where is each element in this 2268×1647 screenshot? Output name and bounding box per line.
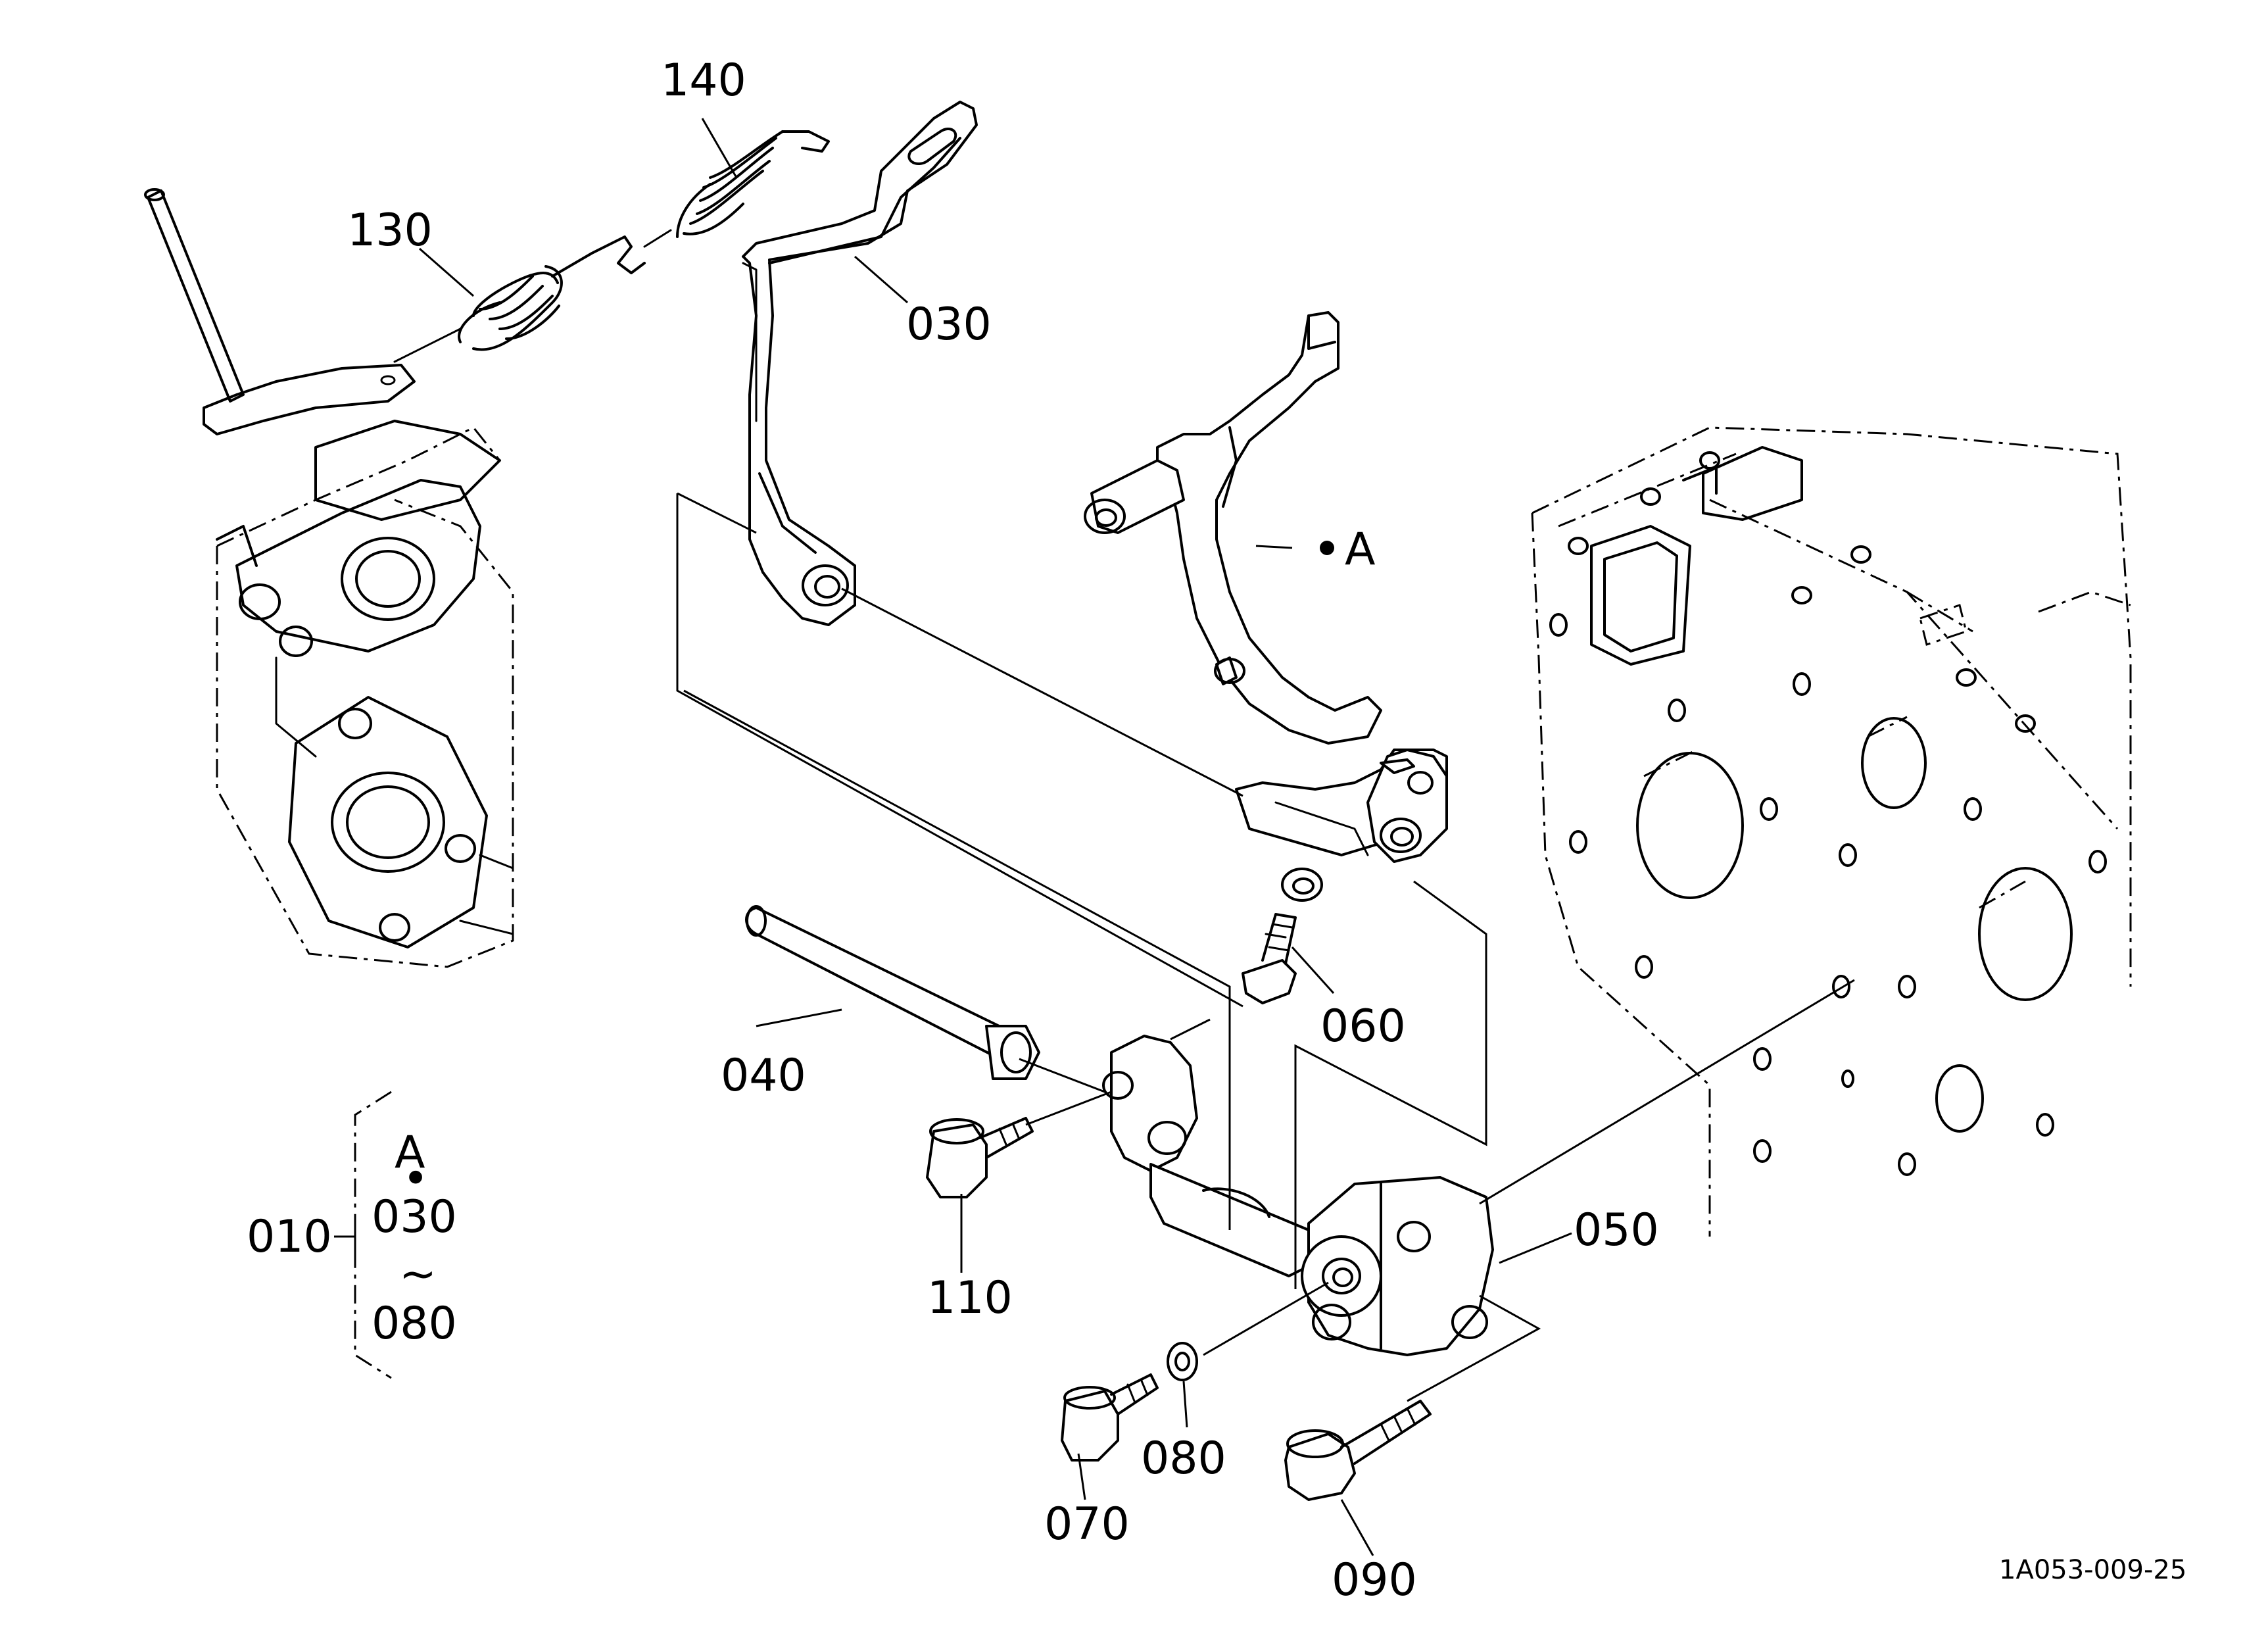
callout-140: 140 [661, 55, 746, 107]
bolt-110 [926, 1117, 1034, 1198]
lever-030 [742, 101, 978, 626]
bolt-090 [1284, 1400, 1432, 1501]
spring-140 [643, 130, 830, 248]
callout-040: 040 [721, 1050, 806, 1102]
drawing-reference-code: 1A053-009-25 [1999, 1555, 2186, 1585]
assembly-group-range: ~ [399, 1248, 437, 1300]
callout-a: A [1345, 524, 1376, 576]
governor-lever-context [144, 188, 416, 435]
callout-050: 050 [1574, 1204, 1659, 1256]
assembly-group-bracket [334, 1091, 392, 1379]
assembly-lines [419, 118, 1855, 1556]
assembly-group-middle: 030 [372, 1191, 457, 1243]
left-housing-context [216, 420, 514, 968]
bracket-050 [1102, 1035, 1494, 1356]
spring-130 [393, 235, 646, 363]
assembly-group-dot: • [402, 1153, 429, 1205]
callout-060: 060 [1320, 1000, 1406, 1052]
callout-080: 080 [1141, 1433, 1226, 1485]
callout-090: 090 [1332, 1554, 1417, 1606]
assembly-group-top: A [395, 1127, 425, 1179]
fork-lever-assembly [1084, 311, 1448, 902]
assembly-group-bottom: 080 [372, 1298, 457, 1350]
bolt-070 [1061, 1373, 1159, 1462]
callout-030: 030 [906, 299, 992, 351]
callout-130: 130 [347, 205, 433, 257]
washer-080 [1167, 1342, 1198, 1381]
bolt-060 [1242, 913, 1297, 1004]
assembly-group-id: 010 [247, 1211, 332, 1263]
shaft-040 [745, 905, 1040, 1080]
right-housing-context [1531, 426, 2132, 1237]
callout-070: 070 [1044, 1498, 1130, 1550]
callout-110: 110 [927, 1272, 1013, 1324]
